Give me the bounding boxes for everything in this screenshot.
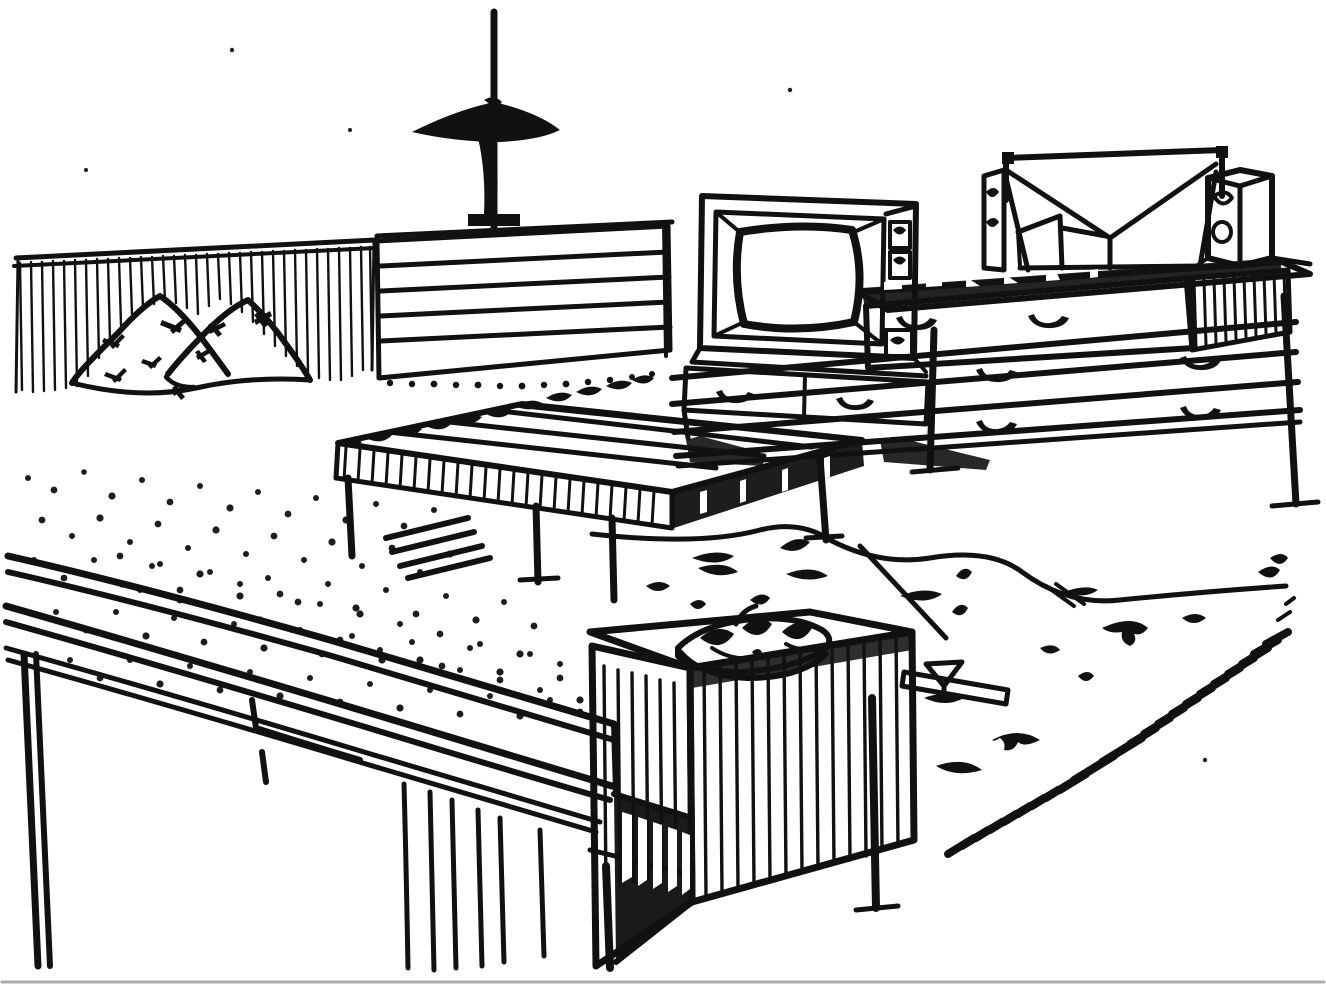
- radio-knob-lower[interactable]: [1211, 220, 1233, 244]
- triangular-cushions: [69, 293, 313, 400]
- television-set: [689, 193, 929, 379]
- cushion-stitch-marks: [102, 311, 272, 400]
- radio-speaker-box: [1194, 167, 1313, 269]
- tv-knob-lower[interactable]: [888, 250, 912, 280]
- tv-knob-upper[interactable]: [888, 220, 912, 250]
- area-rug: [587, 524, 1296, 877]
- drawer-pull-crescent: [896, 316, 937, 331]
- table-edge-texture: [336, 375, 654, 448]
- striped-curtain-panel: [12, 237, 378, 394]
- radio-knob-upper[interactable]: [1212, 190, 1234, 206]
- drawer-pull-crescent: [976, 368, 1017, 383]
- drawer-pull-crescent: [1028, 314, 1069, 329]
- sideboard: [669, 258, 1321, 509]
- rug-marks: [646, 539, 1206, 774]
- drawer-pull-crescent: [836, 397, 874, 411]
- floor-stipple: [25, 47, 1208, 763]
- drawer-pull-crescent: [976, 420, 1017, 435]
- table-lamp: [412, 8, 560, 232]
- slatted-divider: [374, 219, 675, 390]
- fruit-bowl: [675, 594, 833, 681]
- divider-shadow-dots: [386, 371, 655, 390]
- rug-fringe: [944, 628, 1292, 858]
- coffee-table: [333, 375, 865, 604]
- drawer-pull-crescent: [1180, 356, 1221, 371]
- daybed-sofa: [2, 552, 619, 973]
- bookcase-console: [586, 594, 918, 972]
- sideboard-top-notches: [884, 269, 1098, 290]
- books-on-shelf: [622, 812, 690, 895]
- drawer-pull-crescent: [1180, 406, 1221, 421]
